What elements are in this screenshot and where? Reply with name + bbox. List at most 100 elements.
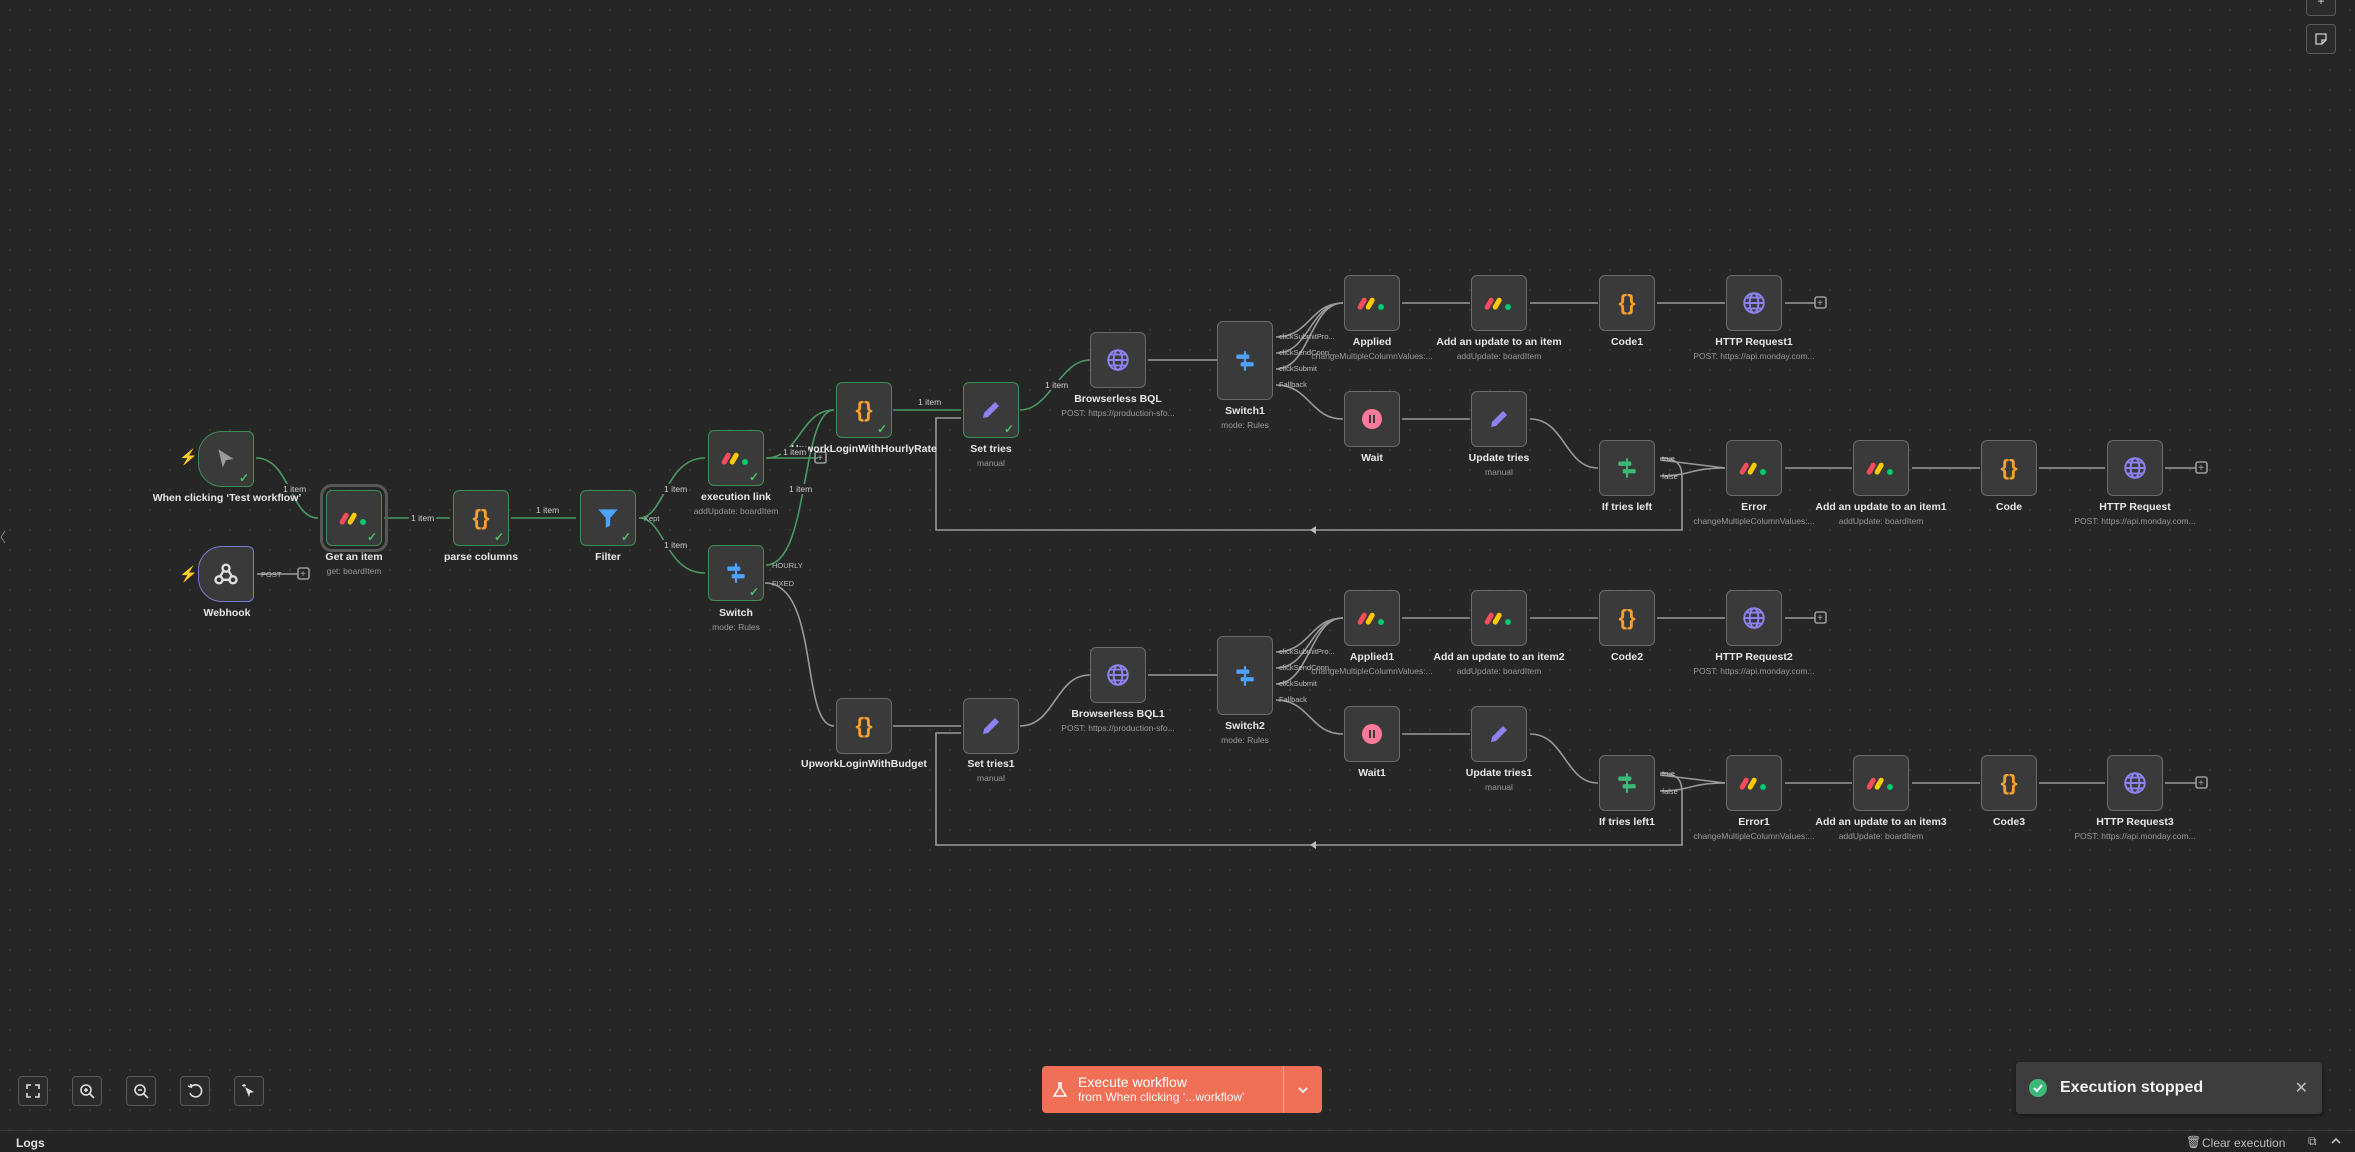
node-update-tries[interactable]: [1471, 391, 1527, 447]
zoom-in-button[interactable]: [72, 1076, 102, 1106]
code-braces-icon: {}: [2000, 770, 2018, 795]
zoom-to-fit-button[interactable]: [18, 1076, 48, 1106]
monday-icon: [1866, 462, 1893, 475]
tidy-up-button[interactable]: [234, 1076, 264, 1106]
globe-icon: [1107, 664, 1129, 686]
node-wait[interactable]: [1344, 391, 1400, 447]
node-switch[interactable]: ✓: [708, 545, 764, 601]
reset-zoom-button[interactable]: [180, 1076, 210, 1106]
globe-icon: [2124, 457, 2146, 479]
node-update-tries1[interactable]: [1471, 706, 1527, 762]
node-get-item[interactable]: ✓: [320, 484, 388, 552]
node-label: Code1: [1610, 336, 1644, 348]
node-set-tries1[interactable]: [963, 698, 1019, 754]
globe-icon: [1743, 292, 1765, 314]
monday-icon: [1357, 297, 1384, 310]
node-code1[interactable]: {}: [1599, 275, 1655, 331]
close-icon[interactable]: ✕: [2294, 1080, 2308, 1097]
node-code[interactable]: {}: [1981, 440, 2037, 496]
connection: [1529, 418, 1599, 469]
edge-item-count: 1 item: [662, 540, 690, 550]
sidebar-expand-handle[interactable]: [0, 528, 6, 546]
execute-options-dropdown[interactable]: [1283, 1066, 1322, 1113]
trash-icon: 🗑: [2186, 1135, 2202, 1149]
node-applied1[interactable]: [1344, 590, 1400, 646]
output-label: Fallback: [1279, 695, 1307, 704]
pencil-icon: [1491, 726, 1507, 742]
node-browserless-bql1[interactable]: [1090, 647, 1146, 703]
node-switch1[interactable]: [1217, 321, 1273, 400]
popout-icon[interactable]: ⧉: [2308, 1134, 2317, 1148]
node-set-tries[interactable]: ✓: [963, 382, 1019, 438]
node-if-tries-left1[interactable]: [1599, 755, 1655, 811]
node-browserless-bql[interactable]: [1090, 332, 1146, 388]
switch-icon: [1236, 350, 1254, 371]
node-code3[interactable]: {}: [1981, 755, 2037, 811]
output-label: Kept: [644, 514, 660, 523]
node-parse-columns[interactable]: {} ✓: [453, 490, 509, 546]
node-manual-trigger[interactable]: ✓: [198, 431, 254, 487]
zoom-in-icon: [80, 1084, 95, 1099]
sticky-note-button[interactable]: [2306, 24, 2336, 54]
execute-workflow-button[interactable]: Execute workflow from When clicking ‘...…: [1042, 1066, 1322, 1113]
code-braces-icon: {}: [472, 505, 490, 530]
add-node-stub: [297, 567, 310, 580]
node-code2[interactable]: {}: [1599, 590, 1655, 646]
node-webhook[interactable]: [198, 546, 254, 602]
node-error1[interactable]: [1726, 755, 1782, 811]
node-add-update2[interactable]: [1471, 590, 1527, 646]
connection: [765, 409, 835, 459]
output-label: false: [1662, 787, 1678, 796]
clear-execution-button[interactable]: Clear execution: [2202, 1136, 2286, 1150]
connection: [1275, 617, 1344, 685]
output-label: clickSendConn...: [1279, 663, 1336, 672]
monday-icon: [1484, 612, 1511, 625]
node-http-request[interactable]: [2107, 440, 2163, 496]
svg-text:+: +: [2198, 778, 2204, 789]
cursor-sparkle-icon: [242, 1084, 254, 1097]
chevron-down-icon: [1298, 1086, 1308, 1093]
zoom-out-button[interactable]: [126, 1076, 156, 1106]
node-execution-link[interactable]: ✓: [708, 430, 764, 486]
node-wait1[interactable]: [1344, 706, 1400, 762]
output-label: FIXED: [772, 579, 795, 588]
pause-icon: [1362, 409, 1382, 429]
undo-icon: [187, 1084, 203, 1098]
monday-icon: [1739, 777, 1766, 790]
node-http-request1[interactable]: [1726, 275, 1782, 331]
connection: [935, 732, 1683, 846]
node-upwork-budget[interactable]: {}: [836, 698, 892, 754]
pencil-icon: [983, 718, 999, 734]
code-braces-icon: {}: [855, 397, 873, 422]
monday-icon: [1739, 462, 1766, 475]
pause-icon: [1362, 724, 1382, 744]
node-switch2[interactable]: [1217, 636, 1273, 715]
logs-panel-bar[interactable]: Logs 🗑 Clear execution ⧉: [0, 1130, 2355, 1152]
node-if-tries-left[interactable]: [1599, 440, 1655, 496]
monday-icon: [339, 512, 366, 525]
canvas-panel-button[interactable]: +: [2306, 0, 2336, 16]
node-applied[interactable]: [1344, 275, 1400, 331]
filter-icon: [598, 509, 618, 528]
fit-view-icon: [26, 1084, 40, 1098]
chevron-up-icon[interactable]: [2330, 1135, 2342, 1147]
node-add-update3[interactable]: [1853, 755, 1909, 811]
node-filter[interactable]: ✓: [580, 490, 636, 546]
node-add-update[interactable]: [1471, 275, 1527, 331]
node-add-update1[interactable]: [1853, 440, 1909, 496]
output-label: true: [1662, 769, 1675, 778]
node-upwork-hourly[interactable]: {} ✓: [836, 382, 892, 438]
node-http-request2[interactable]: [1726, 590, 1782, 646]
node-error[interactable]: [1726, 440, 1782, 496]
node-http-request3[interactable]: [2107, 755, 2163, 811]
connection: [1659, 782, 1726, 792]
sticky-note-icon: [2315, 33, 2327, 45]
svg-text:+: +: [2198, 463, 2204, 474]
